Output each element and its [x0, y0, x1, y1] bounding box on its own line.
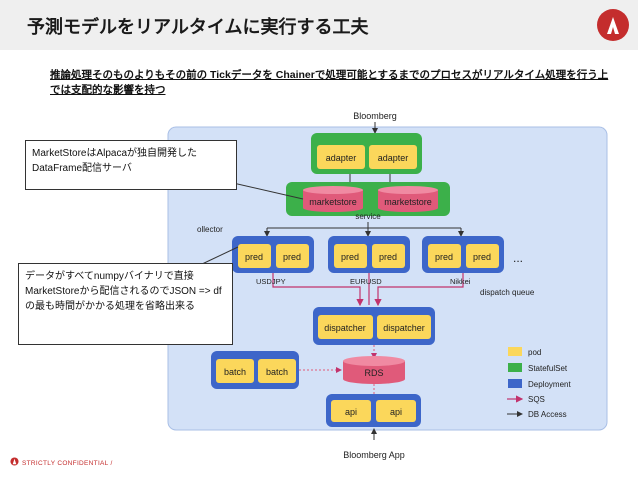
legend-db-label: DB Access [528, 410, 567, 419]
page-title: 予測モデルをリアルタイムに実行する工夫 [27, 17, 369, 37]
batch-label-2: batch [266, 367, 288, 377]
pred-label-2b: pred [379, 252, 397, 262]
api-label-1: api [345, 407, 357, 417]
pred-pod-2a [334, 244, 367, 268]
marketstore-label-2: marketstore [384, 197, 432, 207]
company-logo-icon [597, 9, 629, 41]
service-label: service [355, 212, 381, 221]
callout-numpy: データがすべてnumpyバイナリで直接MarketStoreから配信されるのでJ… [18, 263, 233, 345]
dispatcher-pod-2 [377, 315, 431, 339]
pred-label-1b: pred [283, 252, 301, 262]
api-pod-1 [331, 400, 371, 422]
adapter-label-1: adapter [326, 153, 357, 163]
dispatcher-pod-1 [318, 315, 373, 339]
footer-text: STRICTLY CONFIDENTIAL / [22, 460, 113, 467]
rds-db [343, 356, 405, 384]
callout2-pointer [199, 246, 239, 266]
marketstore-label-1: marketstore [309, 197, 357, 207]
header-band [0, 0, 638, 50]
legend-statefulset-swatch [508, 363, 522, 372]
batch-pod-1 [216, 359, 254, 383]
pred-label-3a: pred [435, 252, 453, 262]
pred-label-1a: pred [245, 252, 263, 262]
pred-label-2a: pred [341, 252, 359, 262]
dispatcher-label-1: dispatcher [324, 323, 366, 333]
dispatcher-label-2: dispatcher [383, 323, 425, 333]
subtitle: 推論処理そのものよりもその前の Tickデータを Chainerで処理可能とする… [50, 69, 609, 96]
bloomberg-app-label: Bloomberg App [343, 450, 405, 460]
marketstore-db-1 [303, 186, 363, 212]
ticker-tag-2: EURUSD [350, 277, 382, 286]
batch-label-1: batch [224, 367, 246, 377]
adapter-pod-1 [317, 145, 365, 169]
rds-label: RDS [364, 368, 383, 378]
adapter-pod-2 [369, 145, 417, 169]
api-label-2: api [390, 407, 402, 417]
callout-marketstore: MarketStoreはAlpacaが独自開発したDataFrame配信サーバ [25, 140, 237, 190]
api-pod-2 [376, 400, 416, 422]
pred-pod-2b [372, 244, 405, 268]
legend-deployment-swatch [508, 379, 522, 388]
pred-pod-3b [466, 244, 499, 268]
legend-sqs-label: SQS [528, 395, 545, 404]
dispatch-queue-label: dispatch queue [480, 288, 535, 297]
bloomberg-top-label: Bloomberg [353, 111, 397, 121]
pred-label-3b: pred [473, 252, 491, 262]
legend-deployment-label: Deployment [528, 380, 571, 389]
footer-logo-icon [10, 457, 19, 466]
pred-pod-1a [238, 244, 271, 268]
legend-pod-swatch [508, 347, 522, 356]
pred-pod-1b [276, 244, 309, 268]
collector-label: ollector [197, 225, 223, 234]
adapter-label-2: adapter [378, 153, 409, 163]
marketstore-db-2 [378, 186, 438, 212]
batch-pod-2 [258, 359, 296, 383]
ticker-tag-3: Nikkei [450, 277, 471, 286]
legend-pod-label: pod [528, 348, 541, 357]
legend-statefulset-label: StatefulSet [528, 364, 568, 373]
ticker-tag-1: USDJPY [256, 277, 286, 286]
pred-pod-3a [428, 244, 461, 268]
pred-ellipsis: ... [513, 251, 523, 265]
